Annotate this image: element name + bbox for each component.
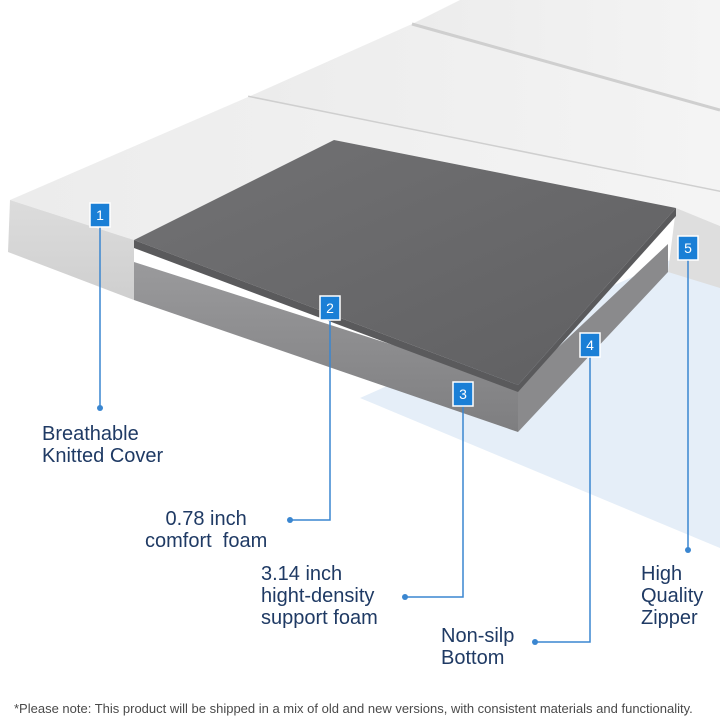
svg-text:3: 3 bbox=[459, 386, 467, 402]
callout-badge-3: 3 bbox=[452, 381, 474, 407]
label-breathable-knitted-cover: Breathable Knitted Cover bbox=[42, 423, 164, 467]
label-non-slip-bottom: Non-silp Bottom bbox=[441, 625, 515, 669]
callout-badge-4: 4 bbox=[579, 332, 601, 358]
footnote: *Please note: This product will be shipp… bbox=[14, 701, 693, 716]
svg-text:5: 5 bbox=[684, 240, 692, 256]
callout-badge-5: 5 bbox=[677, 235, 699, 261]
label-comfort-foam: 0.78 inch comfort foam bbox=[145, 508, 268, 552]
svg-text:1: 1 bbox=[96, 207, 104, 223]
svg-text:4: 4 bbox=[586, 337, 594, 353]
mattress-panel-far bbox=[412, 0, 720, 110]
callout-badge-2: 2 bbox=[319, 295, 341, 321]
mattress-panel-middle bbox=[248, 24, 720, 192]
callout-badge-1: 1 bbox=[89, 202, 111, 228]
support-foam-front bbox=[134, 262, 518, 432]
mattress-panel-near bbox=[10, 97, 720, 240]
cover-front-side bbox=[8, 200, 134, 300]
label-support-foam: 3.14 inch hight-density support foam bbox=[261, 563, 378, 629]
svg-text:2: 2 bbox=[326, 300, 334, 316]
leader-lines bbox=[99, 226, 689, 643]
label-high-quality-zipper: High Quality Zipper bbox=[641, 563, 704, 629]
comfort-foam-top bbox=[134, 140, 676, 385]
